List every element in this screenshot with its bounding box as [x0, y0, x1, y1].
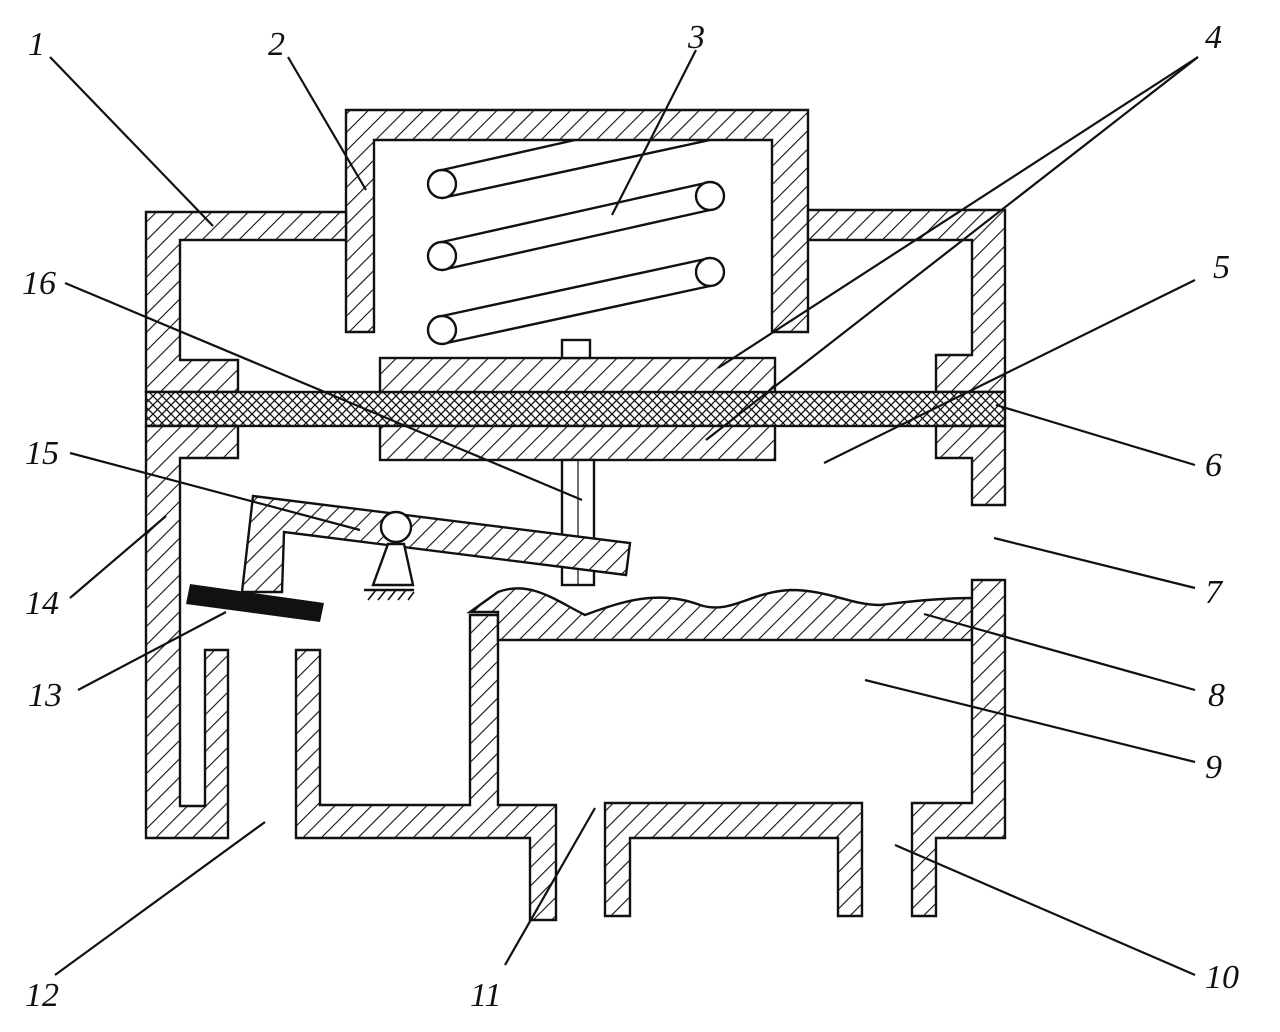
label-11: 11 — [470, 977, 501, 1014]
diaphragm — [144, 390, 1007, 428]
spring-housing — [344, 108, 810, 334]
lower-chamber — [466, 578, 1007, 918]
label-9: 9 — [1205, 749, 1222, 786]
label-13: 13 — [28, 677, 62, 714]
label-15: 15 — [25, 435, 59, 472]
lever-fulcrum — [364, 510, 415, 601]
label-10: 10 — [1205, 959, 1239, 996]
spring-coil — [426, 138, 726, 346]
label-14: 14 — [25, 585, 59, 622]
label-12: 12 — [25, 977, 59, 1014]
valve-seal-pad — [186, 584, 324, 622]
part-labels: 1 2 3 4 5 6 7 8 9 10 11 12 13 14 15 16 — [22, 19, 1239, 1014]
lower-body-left — [144, 424, 558, 922]
label-7: 7 — [1205, 574, 1224, 611]
leader-lines — [49, 49, 1199, 977]
label-8: 8 — [1208, 677, 1225, 714]
label-2: 2 — [268, 26, 285, 63]
label-4: 4 — [1205, 19, 1222, 56]
label-3: 3 — [687, 19, 705, 56]
label-1: 1 — [28, 26, 45, 63]
label-6: 6 — [1205, 447, 1222, 484]
label-16: 16 — [22, 265, 56, 302]
upper-body-shell — [144, 208, 1007, 394]
label-5: 5 — [1213, 249, 1230, 286]
upper-chamber-right-wall — [934, 424, 1007, 507]
